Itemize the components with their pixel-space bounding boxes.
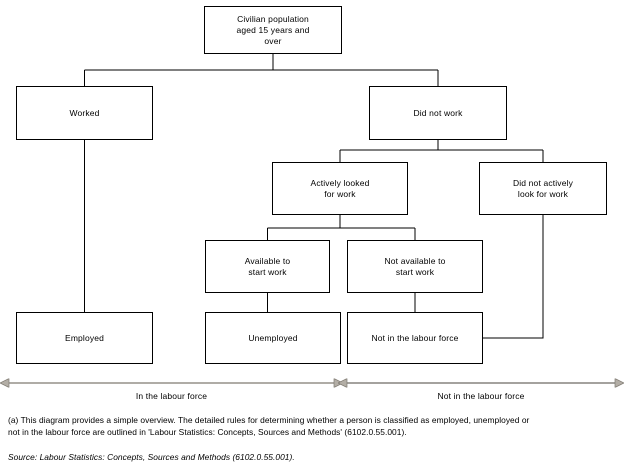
edge-activelylooked-to-children xyxy=(267,215,416,240)
node-available-to-start-work: Available to start work xyxy=(205,240,330,293)
node-worked: Worked xyxy=(16,86,153,140)
node-employed: Employed xyxy=(16,312,153,364)
node-did-not-work: Did not work xyxy=(369,86,507,140)
node-unemployed: Unemployed xyxy=(205,312,341,364)
footnote-line-2: not in the labour force are outlined in … xyxy=(8,427,407,437)
node-civilian-population: Civilian population aged 15 years and ov… xyxy=(204,6,342,54)
edge-didnotwork-to-children xyxy=(339,140,544,162)
source-note: Source: Labour Statistics: Concepts, Sou… xyxy=(8,452,295,462)
node-not-available-to-start-work: Not available to start work xyxy=(347,240,483,293)
node-not-in-the-labour-force: Not in the labour force xyxy=(347,312,483,364)
footnote-line-1: (a) This diagram provides a simple overv… xyxy=(8,415,530,425)
span-label-not-in-the-labour-force: Not in the labour force xyxy=(437,391,525,401)
node-did-not-actively-look-for-work: Did not actively look for work xyxy=(479,162,607,215)
node-actively-looked-for-work: Actively looked for work xyxy=(272,162,408,215)
edge-didnotactivelylook-to-nilf xyxy=(483,215,544,339)
span-label-in-the-labour-force: In the labour force xyxy=(135,391,208,401)
edge-civilian-to-children xyxy=(84,54,439,86)
